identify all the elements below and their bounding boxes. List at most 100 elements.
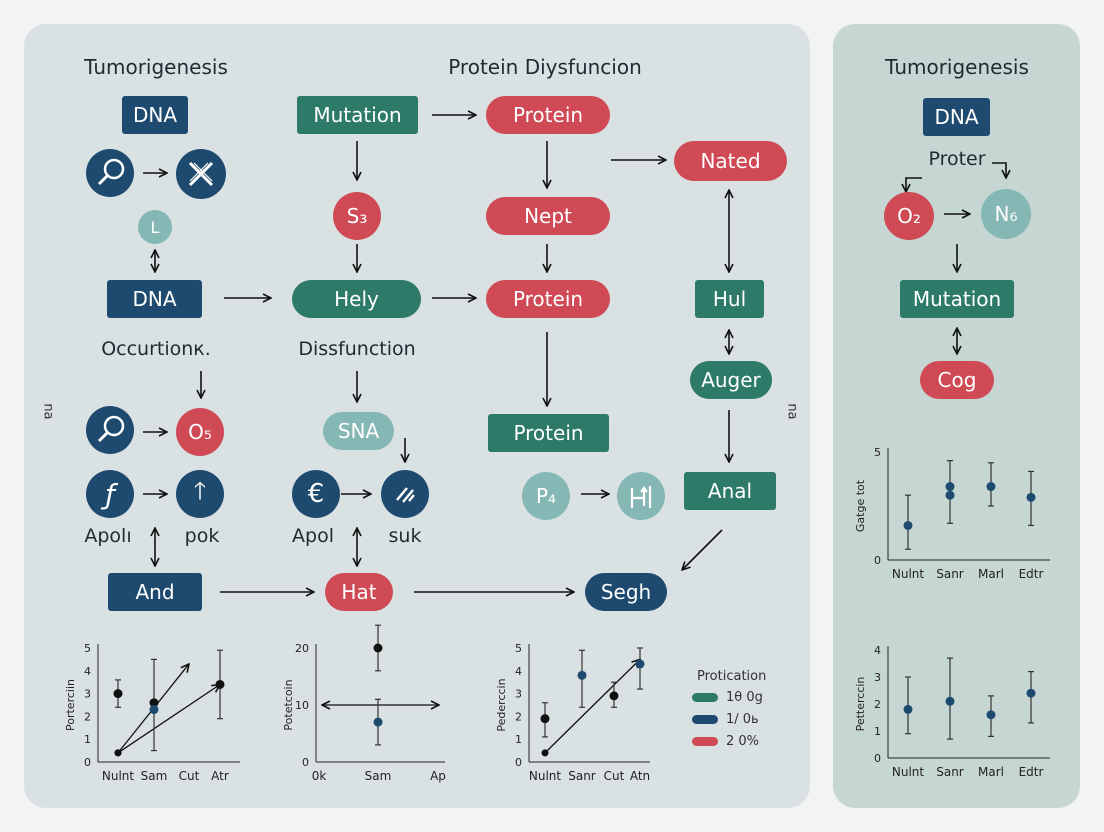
chart-2-xtick-3: Atn: [630, 769, 650, 783]
node-dna-top: DNA: [122, 96, 188, 134]
euro-icon: €: [292, 470, 340, 518]
chart-3-point-1: [945, 482, 955, 492]
node-sna: SNA: [323, 412, 394, 450]
chart-2-xtick-1: Sanr: [568, 769, 596, 783]
chart-1-ytick-2: 20: [295, 642, 309, 655]
label-pok: pok: [184, 525, 220, 547]
chart-1-ylabel: Potetcoin: [282, 679, 295, 730]
chart-0-ytick-5: 5: [84, 642, 91, 655]
chart-1-xtick-0: 0k: [312, 769, 327, 783]
label-suk: suk: [388, 525, 422, 547]
gate-icon-glyph: [630, 486, 652, 508]
chart-1-xtick-2: Ap: [430, 769, 446, 783]
chart-2-ylabel: Pederccin: [495, 678, 508, 731]
chart-4-ytick-2: 2: [874, 698, 881, 711]
chart-0-line-origin-1: [114, 749, 122, 757]
chart-1-ytick-0: 0: [302, 756, 309, 769]
chart-3-ylabel: Gatge tot: [854, 479, 867, 532]
chart-2-ytick-3: 3: [515, 688, 522, 701]
chart-2-xtick-0: Nulnt: [529, 769, 562, 783]
node-s3: S₃: [333, 192, 381, 240]
label-occurtion: Occurtionк.: [101, 338, 211, 360]
chart-4-ytick-4: 4: [874, 644, 881, 657]
legend-label-1: 1/ 0ь: [726, 712, 759, 727]
chart-3-point-0: [903, 520, 913, 530]
node-nept: Nept: [486, 197, 610, 235]
magnifier-icon-glyph: [97, 158, 125, 186]
arrow-proter-o2: [906, 177, 922, 192]
chart-4-point-3: [1026, 688, 1036, 698]
function-icon: ƒ: [86, 470, 134, 518]
chart-0-trend-line-1: [117, 684, 220, 754]
label-apol-left: Apolı: [84, 525, 132, 547]
chart-4-xtick-2: Marl: [978, 765, 1004, 779]
chart-4-point-2: [986, 710, 996, 720]
chart-4-ytick-3: 3: [874, 671, 881, 684]
magnifier-icon: [86, 149, 134, 197]
chart-2-ytick-5: 5: [515, 642, 522, 655]
chart-0-ytick-3: 3: [84, 688, 91, 701]
chart-4-xtick-1: Sanr: [936, 765, 964, 779]
legend-swatch-2: [692, 737, 718, 746]
slash-icon-glyph: [396, 487, 415, 503]
chart-3-ytick-0: 0: [874, 554, 881, 567]
node-dna-mid: DNA: [107, 280, 202, 318]
node-hely: Hely: [292, 280, 421, 318]
chart-2-trend-line-0: [544, 659, 640, 754]
side-node-cog: Cog: [920, 361, 994, 399]
chart-0-xtick-3: Atr: [211, 769, 229, 783]
node-l: L: [138, 210, 172, 244]
chart-0-point-3: [215, 679, 225, 689]
chart-3-xtick-3: Edtr: [1019, 567, 1044, 581]
node-auger: Auger: [690, 361, 772, 399]
side-node-dna: DNA: [923, 98, 990, 136]
legend-label-0: 1θ 0g: [726, 690, 763, 705]
chart-2-line-origin-0: [541, 749, 549, 757]
node-anal: Anal: [684, 472, 776, 510]
legend-swatch-0: [692, 693, 718, 702]
chart-2-ytick-4: 4: [515, 665, 522, 678]
chart-3-point-4: [1026, 492, 1036, 502]
chart-1-point-0: [373, 643, 383, 653]
chart-0-xtick-0: Nulnt: [102, 769, 135, 783]
side-title-tumorigenesis: Tumorigenesis: [885, 55, 1029, 79]
chart-2-point-0: [540, 714, 550, 724]
chart-3-point-2: [945, 490, 955, 500]
chart-1-ytick-1: 10: [295, 699, 309, 712]
arrow-anal-segh: [682, 529, 723, 570]
chart-2-ytick-2: 2: [515, 710, 522, 723]
label-dissfunction: Dissfunction: [298, 338, 416, 360]
chart-3-xtick-1: Sanr: [936, 567, 964, 581]
chart-0-ytick-2: 2: [84, 710, 91, 723]
cross-icon-glyph: [188, 161, 214, 187]
node-protein-low: Protein: [488, 414, 609, 452]
arrow-proter-n6: [992, 162, 1006, 178]
node-protein-mid: Protein: [486, 280, 610, 318]
chart-2-point-2: [609, 691, 619, 701]
magnifier-icon-2-glyph: [97, 415, 125, 443]
up-arrow-icon: 🡑: [176, 470, 224, 518]
title-tumorigenesis: Tumorigenesis: [84, 55, 228, 79]
side-label-proter: Proter: [928, 148, 986, 170]
node-segh: Segh: [585, 573, 667, 611]
chart-1-point-1: [373, 717, 383, 727]
chart-0-point-0: [113, 689, 123, 699]
side-node-n6: N₆: [981, 189, 1031, 239]
chart-2-xtick-2: Cut: [604, 769, 625, 783]
chart-0-ytick-0: 0: [84, 756, 91, 769]
node-p4: P₄: [522, 472, 570, 520]
chart-0-ytick-4: 4: [84, 665, 91, 678]
chart-0-point-1: [149, 698, 159, 708]
chart-3-ytick-1: 5: [874, 446, 881, 459]
node-protein-top: Protein: [486, 96, 610, 134]
legend-title: Protication: [697, 669, 767, 684]
legend-swatch-1: [692, 715, 718, 724]
node-nated: Nated: [674, 141, 787, 181]
chart-1-xtick-1: Sam: [365, 769, 392, 783]
chart-0-xtick-1: Sam: [141, 769, 168, 783]
node-o5: O₅: [176, 408, 224, 456]
node-hul: Hul: [695, 280, 764, 318]
node-mutation: Mutation: [297, 96, 418, 134]
